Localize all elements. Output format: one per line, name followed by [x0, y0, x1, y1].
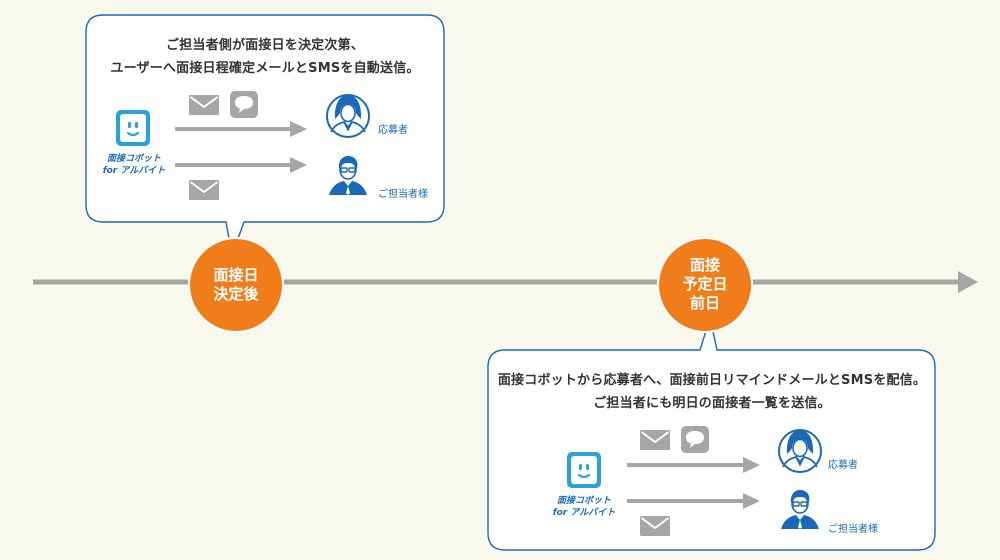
recipient-applicant-label: 応募者 [828, 460, 858, 471]
callout-decision-caption: ご担当者側が面接日を決定次第、 ユーザーへ面接日程確定メールとSMSを自動送信。 [92, 34, 438, 80]
robot-icon [114, 108, 152, 148]
brand-name: 面接コボット [556, 496, 611, 506]
chat-bubble-icon [230, 91, 258, 118]
milestone-label-line: 予定日 [682, 275, 728, 293]
mail-icon [639, 515, 671, 537]
brand-name: 面接コボット [106, 154, 161, 164]
milestone-label-line: 前日 [689, 294, 720, 312]
staff-man-icon [778, 486, 822, 530]
brand-logo-text: 面接コボット for アルバイト [544, 495, 624, 519]
applicant-woman-icon [326, 94, 370, 138]
brand-logo-text: 面接コボット for アルバイト [94, 153, 174, 177]
mail-icon [188, 179, 220, 201]
caption-line: ご担当者側が面接日を決定次第、 [165, 38, 364, 53]
caption-line: ご担当者にも明日の面接者一覧を送信。 [593, 396, 831, 411]
milestone-label-line: 面接日 [213, 266, 259, 284]
milestone-day-before [657, 237, 753, 333]
staff-man-icon [326, 152, 370, 196]
milestone-decision-label: 面接日 決定後 [196, 266, 276, 304]
milestone-label-line: 決定後 [213, 285, 259, 303]
caption-line: 面接コボットから応募者へ、面接前日リマインドメールとSMSを配信。 [497, 373, 927, 388]
arrow-to-staff-head [743, 493, 760, 509]
brand-subtitle: for アルバイト [552, 508, 616, 518]
arrow-to-staff-head [290, 157, 307, 173]
arrow-to-applicant-head [290, 121, 307, 137]
milestone-day-before-label: 面接 予定日 前日 [665, 256, 745, 313]
chat-bubble-icon [681, 426, 709, 453]
applicant-woman-icon [778, 429, 822, 473]
recipient-staff-label: ご担当者様 [378, 189, 428, 200]
timeline-arrowhead [958, 271, 978, 293]
mail-icon [188, 94, 220, 116]
recipient-applicant-label: 応募者 [378, 125, 408, 136]
milestone-decision [188, 237, 284, 333]
callout-reminder-caption: 面接コボットから応募者へ、面接前日リマインドメールとSMSを配信。 ご担当者にも… [492, 369, 932, 415]
arrow-to-applicant-head [743, 457, 760, 473]
recipient-staff-label: ご担当者様 [828, 524, 878, 535]
callout-reminder [487, 315, 936, 551]
caption-line: ユーザーへ面接日程確定メールとSMSを自動送信。 [110, 61, 420, 76]
callout-box [487, 315, 936, 551]
mail-icon [639, 429, 671, 451]
brand-subtitle: for アルバイト [102, 166, 166, 176]
robot-icon [565, 450, 603, 490]
milestone-label-line: 面接 [689, 256, 720, 274]
